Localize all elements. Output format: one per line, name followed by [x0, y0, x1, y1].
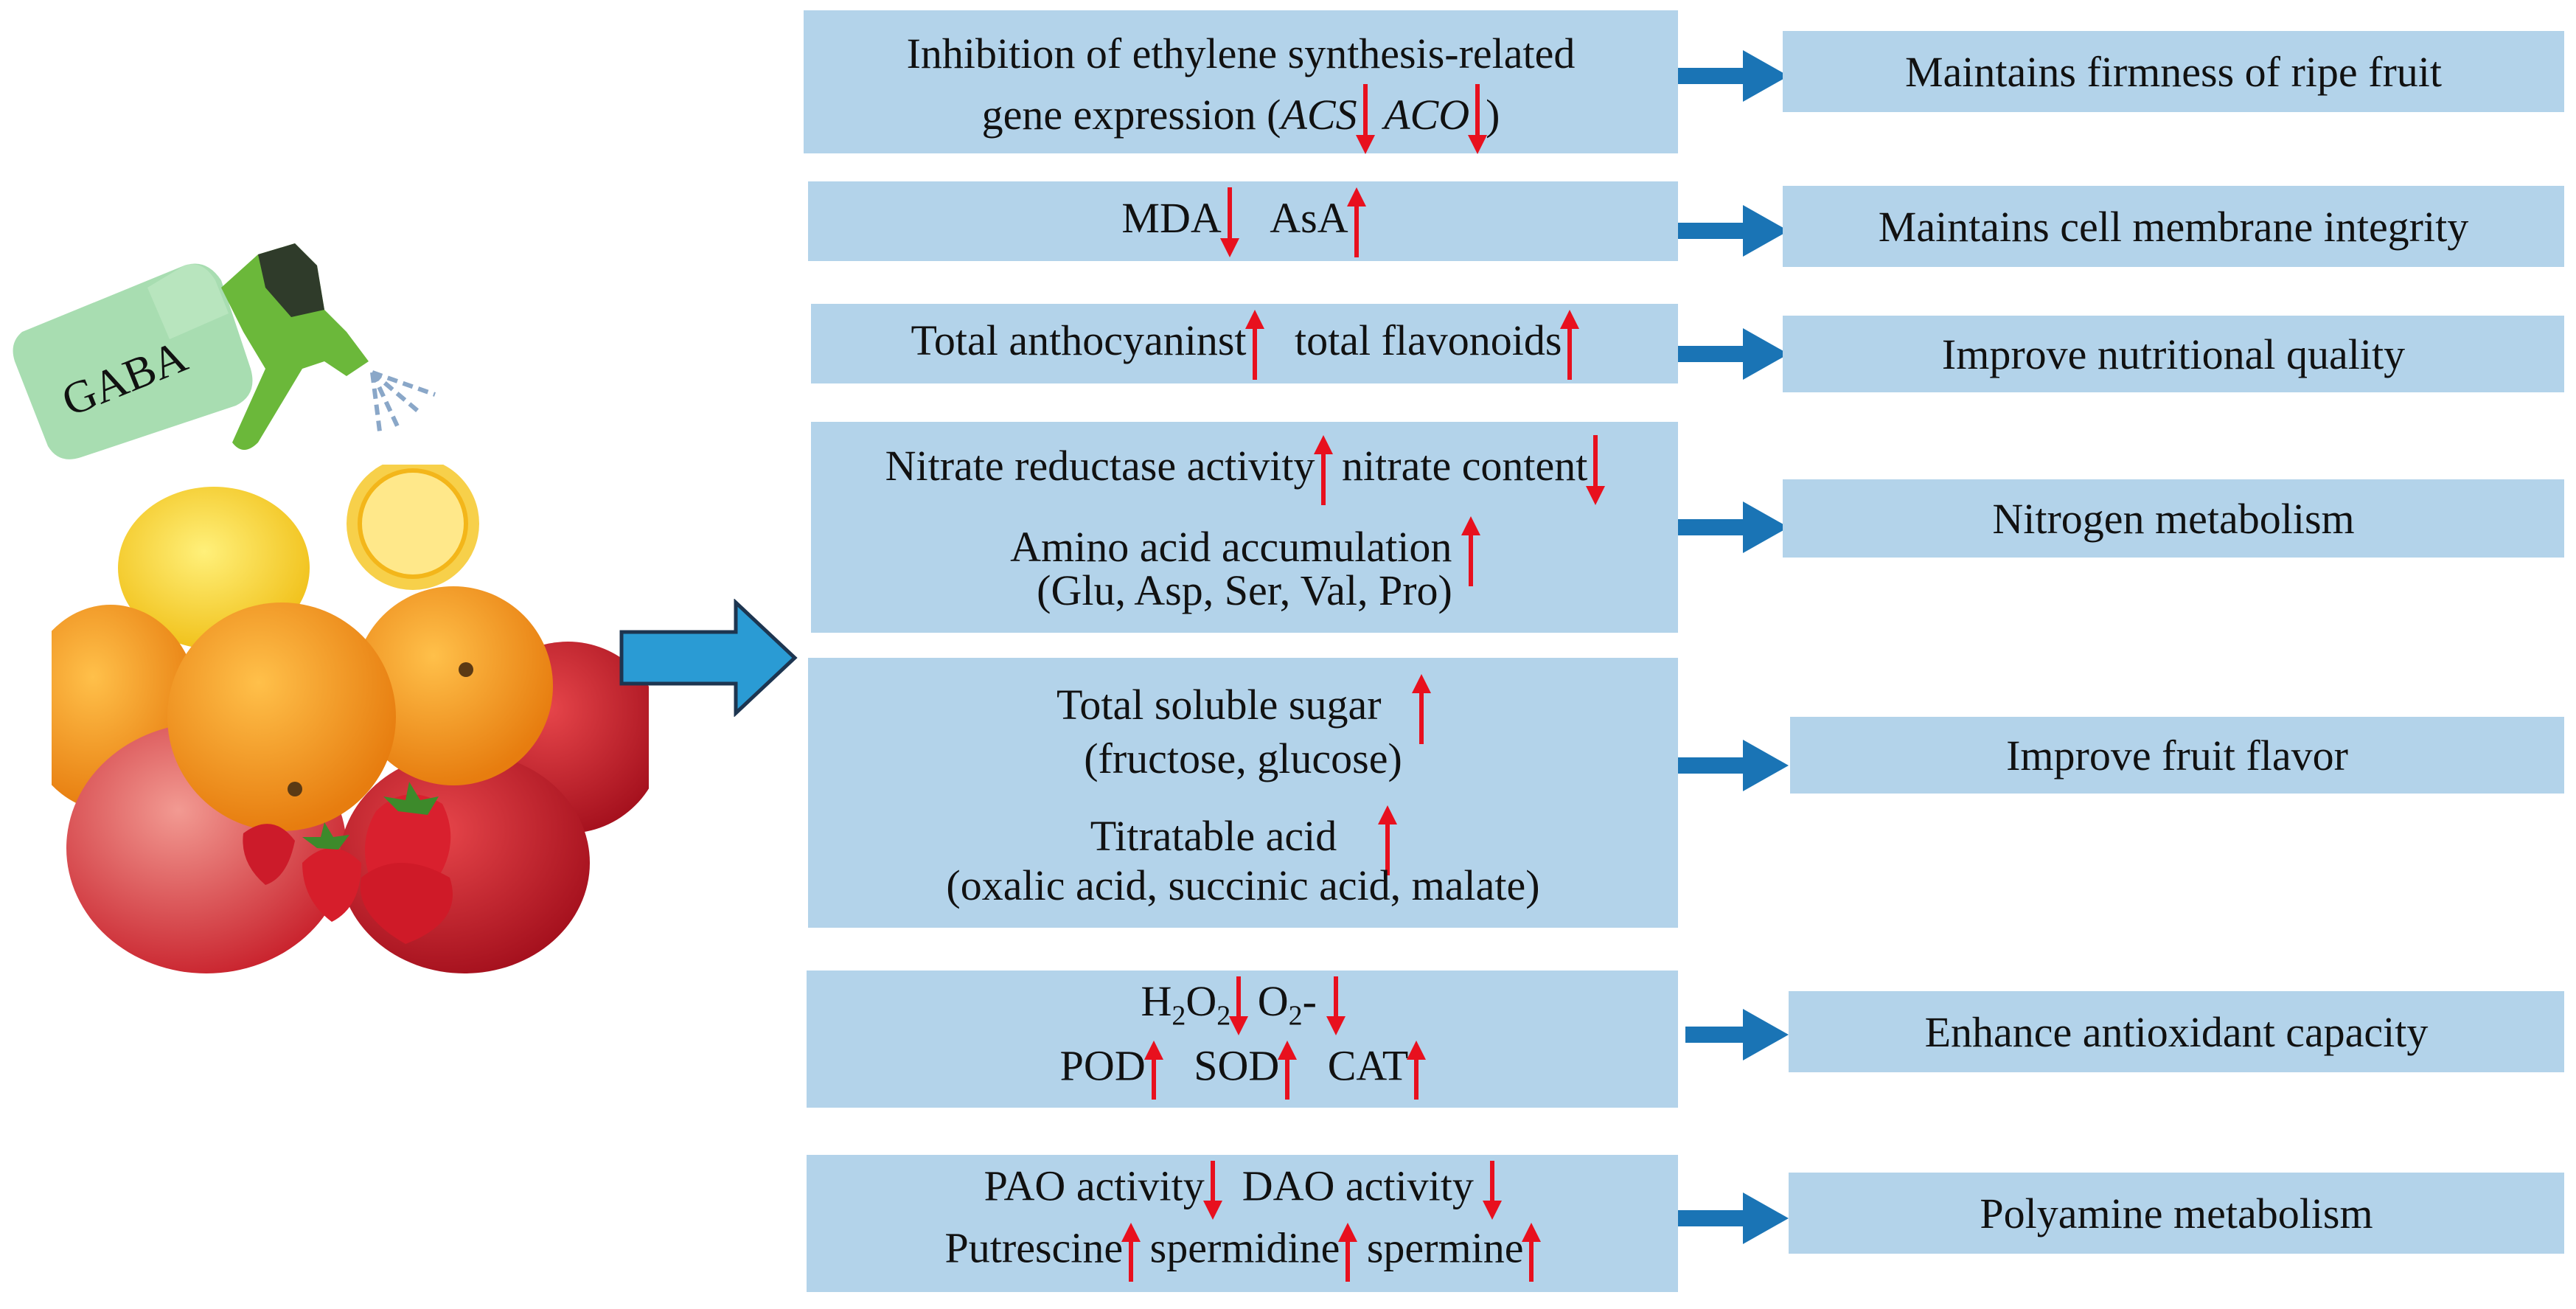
- result-membrane-text: Maintains cell membrane integrity: [1878, 202, 2469, 251]
- cause-box-membrane: MDA AsA: [808, 181, 1678, 261]
- result-nutrition-text: Improve nutritional quality: [1941, 330, 2406, 378]
- amino-acid-text: Amino acid accumulation: [1010, 522, 1452, 571]
- connector-arrow-icon: [1678, 50, 1789, 102]
- increase-arrow-icon: [1245, 310, 1264, 380]
- decrease-arrow-icon: [1468, 84, 1488, 154]
- connector-arrow-icon: [1678, 1192, 1789, 1244]
- result-box-antioxidant: Enhance antioxidant capacity: [1789, 991, 2564, 1072]
- nitrate-content-text: nitrate content: [1342, 441, 1588, 490]
- decrease-arrow-icon: [1483, 1161, 1503, 1220]
- connector-arrow-icon: [1678, 328, 1789, 380]
- nitrate-reductase-text: Nitrate reductase activity: [885, 441, 1315, 490]
- result-box-polyamine: Polyamine metabolism: [1789, 1173, 2564, 1254]
- result-antioxidant-text: Enhance antioxidant capacity: [1924, 1007, 2429, 1056]
- decrease-arrow-icon: [1219, 187, 1239, 257]
- increase-arrow-icon: [1313, 435, 1333, 505]
- cause-box-flavor: Total soluble sugar (fructose, glucose) …: [808, 658, 1678, 928]
- h2o2-text: H2O2: [1141, 977, 1231, 1032]
- acid-list-text: (oxalic acid, succinic acid, malate): [946, 861, 1540, 909]
- connector-arrow-icon: [1678, 740, 1789, 791]
- spray-bottle-icon: [13, 243, 436, 459]
- result-box-flavor: Improve fruit flavor: [1790, 717, 2564, 794]
- result-nitrogen-text: Nitrogen metabolism: [1992, 494, 2355, 543]
- cause-box-nitrogen: Nitrate reductase activity nitrate conte…: [811, 422, 1678, 633]
- titratable-acid-text: Titratable acid: [1090, 811, 1337, 860]
- result-firmness-text: Maintains firmness of ripe fruit: [1904, 47, 2443, 96]
- flavonoids-text: total flavonoids: [1295, 316, 1562, 364]
- spermidine-text: spermidine: [1149, 1223, 1340, 1272]
- cause-box-ethylene: Inhibition of ethylene synthesis-related…: [804, 10, 1678, 154]
- increase-arrow-icon: [1338, 1223, 1358, 1282]
- result-box-nitrogen: Nitrogen metabolism: [1783, 479, 2564, 558]
- main-arrow-icon: [619, 599, 798, 717]
- decrease-arrow-icon: [1202, 1161, 1222, 1220]
- pod-text: POD: [1059, 1041, 1146, 1090]
- ethylene-inhibition-text: Inhibition of ethylene synthesis-related: [906, 29, 1576, 77]
- increase-arrow-icon: [1412, 674, 1432, 744]
- sod-text: SOD: [1194, 1041, 1280, 1090]
- asa-text: AsA: [1270, 193, 1348, 242]
- acs-gene-text: ACS: [1281, 90, 1357, 139]
- increase-arrow-icon: [1121, 1223, 1141, 1282]
- increase-arrow-icon: [1461, 516, 1480, 586]
- superoxide-text: O2-: [1257, 977, 1317, 1032]
- closing-paren-text: ): [1486, 90, 1500, 139]
- decrease-arrow-icon: [1326, 976, 1346, 1035]
- cause-box-polyamine: PAO activity DAO activity Putrescine spe…: [807, 1155, 1678, 1292]
- aco-gene-text: ACO: [1384, 90, 1470, 139]
- increase-arrow-icon: [1522, 1223, 1542, 1282]
- result-box-firmness: Maintains firmness of ripe fruit: [1783, 31, 2564, 112]
- result-box-nutrition: Improve nutritional quality: [1783, 316, 2564, 392]
- amino-acid-list-text: (Glu, Asp, Ser, Val, Pro): [1037, 566, 1452, 614]
- fruit-pile-illustration: [52, 465, 649, 973]
- soluble-sugar-text: Total soluble sugar: [1056, 680, 1382, 729]
- gaba-sprayer-illustration: GABA: [13, 243, 436, 459]
- increase-arrow-icon: [1143, 1041, 1163, 1100]
- dao-activity-text: DAO activity: [1242, 1162, 1474, 1210]
- result-box-membrane: Maintains cell membrane integrity: [1783, 186, 2564, 267]
- increase-arrow-icon: [1278, 1041, 1298, 1100]
- putrescine-text: Putrescine: [944, 1223, 1124, 1272]
- increase-arrow-icon: [1378, 805, 1398, 875]
- increase-arrow-icon: [1407, 1041, 1427, 1100]
- increase-arrow-icon: [1560, 310, 1580, 380]
- increase-arrow-icon: [1346, 187, 1366, 257]
- fruit-icon: [52, 465, 649, 973]
- anthocyanins-text: Total anthocyaninst: [911, 316, 1247, 364]
- gene-expression-text: gene expression (: [981, 90, 1281, 139]
- sugar-list-text: (fructose, glucose): [1084, 735, 1402, 782]
- connector-arrow-icon: [1685, 1009, 1789, 1060]
- cause-box-nutrition: Total anthocyaninst total flavonoids: [811, 304, 1678, 383]
- mda-text: MDA: [1121, 193, 1222, 242]
- result-flavor-text: Improve fruit flavor: [2006, 731, 2348, 780]
- decrease-arrow-icon: [1355, 84, 1375, 154]
- connector-arrow-icon: [1678, 205, 1789, 257]
- pao-activity-text: PAO activity: [984, 1162, 1205, 1210]
- decrease-arrow-icon: [1586, 435, 1606, 505]
- result-polyamine-text: Polyamine metabolism: [1980, 1189, 2373, 1237]
- cause-box-antioxidant: H2O2 O2- POD SOD CAT: [807, 971, 1678, 1108]
- cat-text: CAT: [1327, 1041, 1409, 1090]
- spermine-text: spermine: [1366, 1223, 1524, 1272]
- connector-arrow-icon: [1678, 501, 1789, 553]
- decrease-arrow-icon: [1229, 976, 1249, 1035]
